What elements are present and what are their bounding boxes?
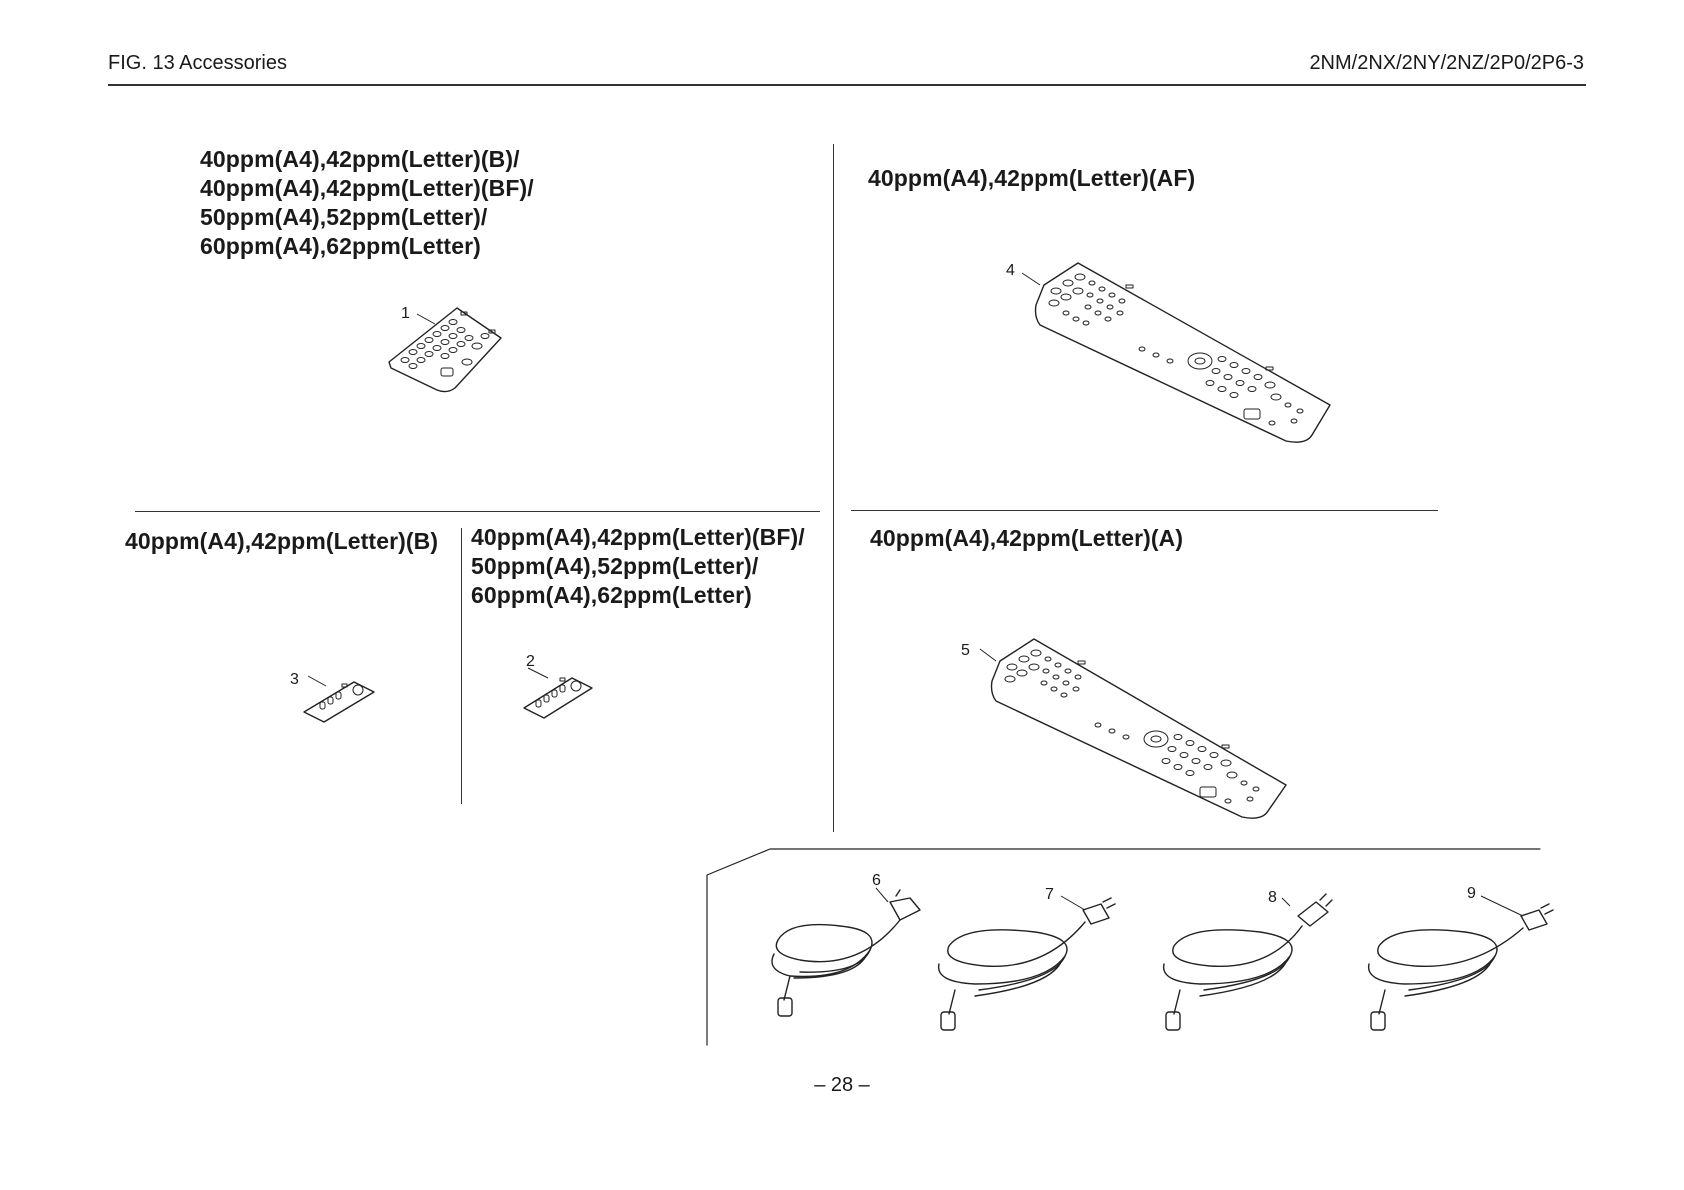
figure-title: FIG. 13 Accessories [108, 52, 287, 74]
horizontal-divider-right [851, 510, 1438, 511]
section-title-mid-left: 40ppm(A4),42ppm(Letter)(B) [125, 528, 439, 554]
panel-sheet-part-4 [1021, 262, 1331, 443]
panel-sheet-part-1 [388, 307, 502, 393]
power-cord-group-bracket [706, 848, 1541, 1046]
vertical-divider-main [833, 144, 834, 832]
horizontal-divider-left [135, 511, 820, 512]
power-cord-part-6 [771, 887, 921, 1017]
panel-strip-part-2 [523, 667, 593, 719]
header-rule [108, 84, 1586, 86]
callout-5: 5 [961, 642, 970, 659]
callout-4: 4 [1006, 262, 1015, 279]
section-title-top-right: 40ppm(A4),42ppm(Letter)(AF) [868, 165, 1196, 191]
callout-2: 2 [526, 653, 535, 670]
model-codes: 2NM/2NX/2NY/2NZ/2P0/2P6-3 [1309, 52, 1584, 74]
page-number: – 28 – [814, 1074, 870, 1096]
callout-8: 8 [1268, 889, 1277, 906]
panel-sheet-part-5 [979, 638, 1287, 819]
panel-strip-part-3 [303, 675, 375, 723]
power-cord-part-9 [1367, 895, 1554, 1031]
power-cord-part-8 [1162, 893, 1333, 1031]
callout-3: 3 [290, 671, 299, 688]
callout-6: 6 [872, 872, 881, 889]
vertical-divider-mid [461, 528, 462, 804]
callout-9: 9 [1467, 885, 1476, 902]
section-title-top-left: 40ppm(A4),42ppm(Letter)(B)/ 40ppm(A4),42… [200, 146, 534, 259]
power-cord-part-7 [937, 895, 1116, 1031]
section-title-mid-center: 40ppm(A4),42ppm(Letter)(BF)/ 50ppm(A4),5… [471, 524, 805, 608]
section-title-mid-right: 40ppm(A4),42ppm(Letter)(A) [870, 525, 1184, 551]
callout-1: 1 [401, 305, 410, 322]
callout-7: 7 [1045, 886, 1054, 903]
